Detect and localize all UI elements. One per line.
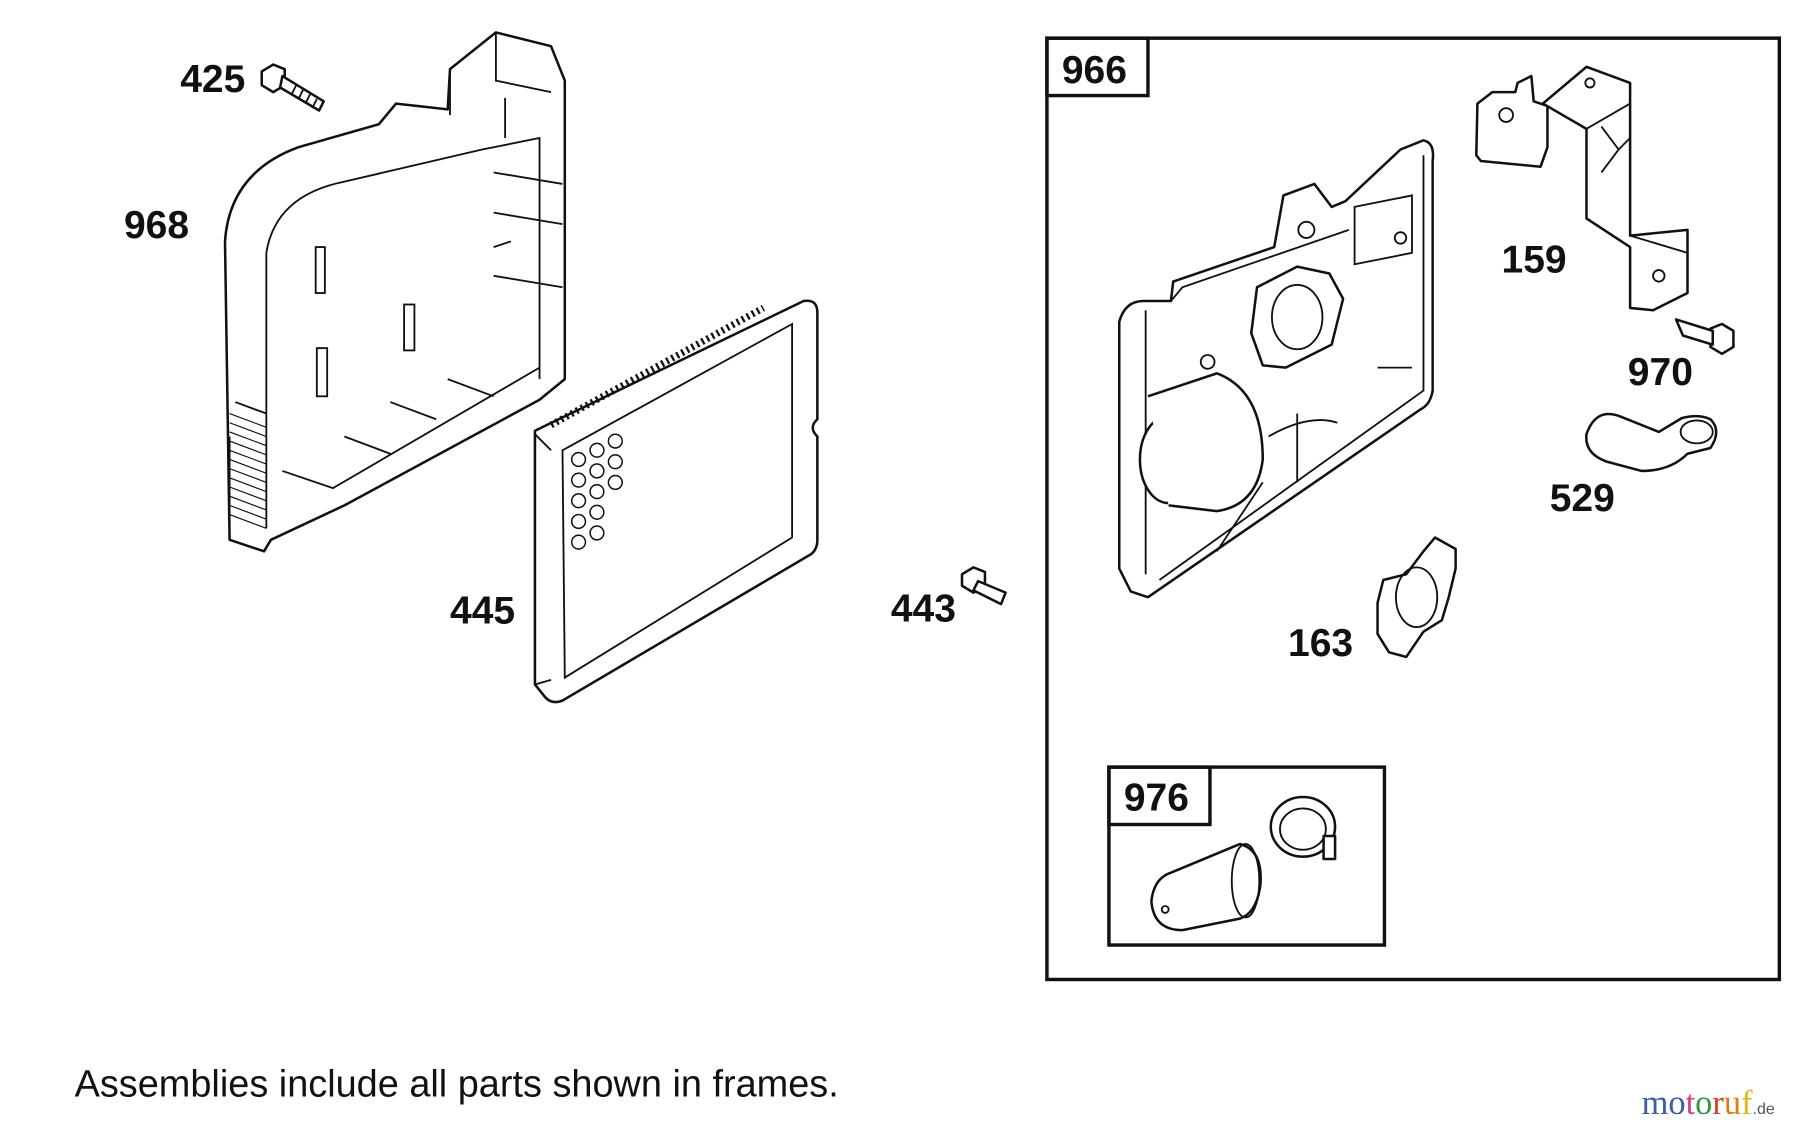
- frame-label-966: 966: [1062, 49, 1127, 92]
- frame-976: [1107, 765, 1387, 947]
- gasket-163-drawing: [1376, 536, 1457, 659]
- part-label-425: 425: [180, 58, 245, 101]
- part-label-970: 970: [1628, 351, 1693, 394]
- screw-970-drawing: [1674, 318, 1735, 356]
- screw-425-drawing: [260, 63, 325, 112]
- air-cleaner-base-968-drawing: [223, 31, 567, 553]
- frame-label-976: 976: [1124, 777, 1189, 820]
- breather-tube-529-drawing: [1585, 412, 1718, 473]
- svg-text:motoruf.de: motoruf.de: [1642, 1084, 1775, 1122]
- air-filter-445-drawing: [533, 299, 819, 704]
- watermark-logo: motoruf.de: [1642, 1084, 1775, 1122]
- primer-bulb-976-drawing: [1150, 795, 1337, 932]
- air-cleaner-base-assembly-drawing: [1117, 139, 1435, 599]
- frame-966-label-box: [1045, 36, 1150, 98]
- screw-443-drawing: [960, 566, 1007, 606]
- bracket-159-drawing: [1475, 65, 1689, 312]
- footer-note: Assemblies include all parts shown in fr…: [75, 1064, 839, 1106]
- frame-966: [1045, 36, 1782, 982]
- part-label-443: 443: [891, 587, 956, 630]
- part-label-159: 159: [1502, 238, 1567, 281]
- part-label-529: 529: [1550, 477, 1615, 520]
- part-label-445: 445: [450, 590, 515, 633]
- frame-976-label-box: [1107, 765, 1212, 827]
- part-label-968: 968: [124, 204, 189, 247]
- part-label-163: 163: [1288, 622, 1353, 665]
